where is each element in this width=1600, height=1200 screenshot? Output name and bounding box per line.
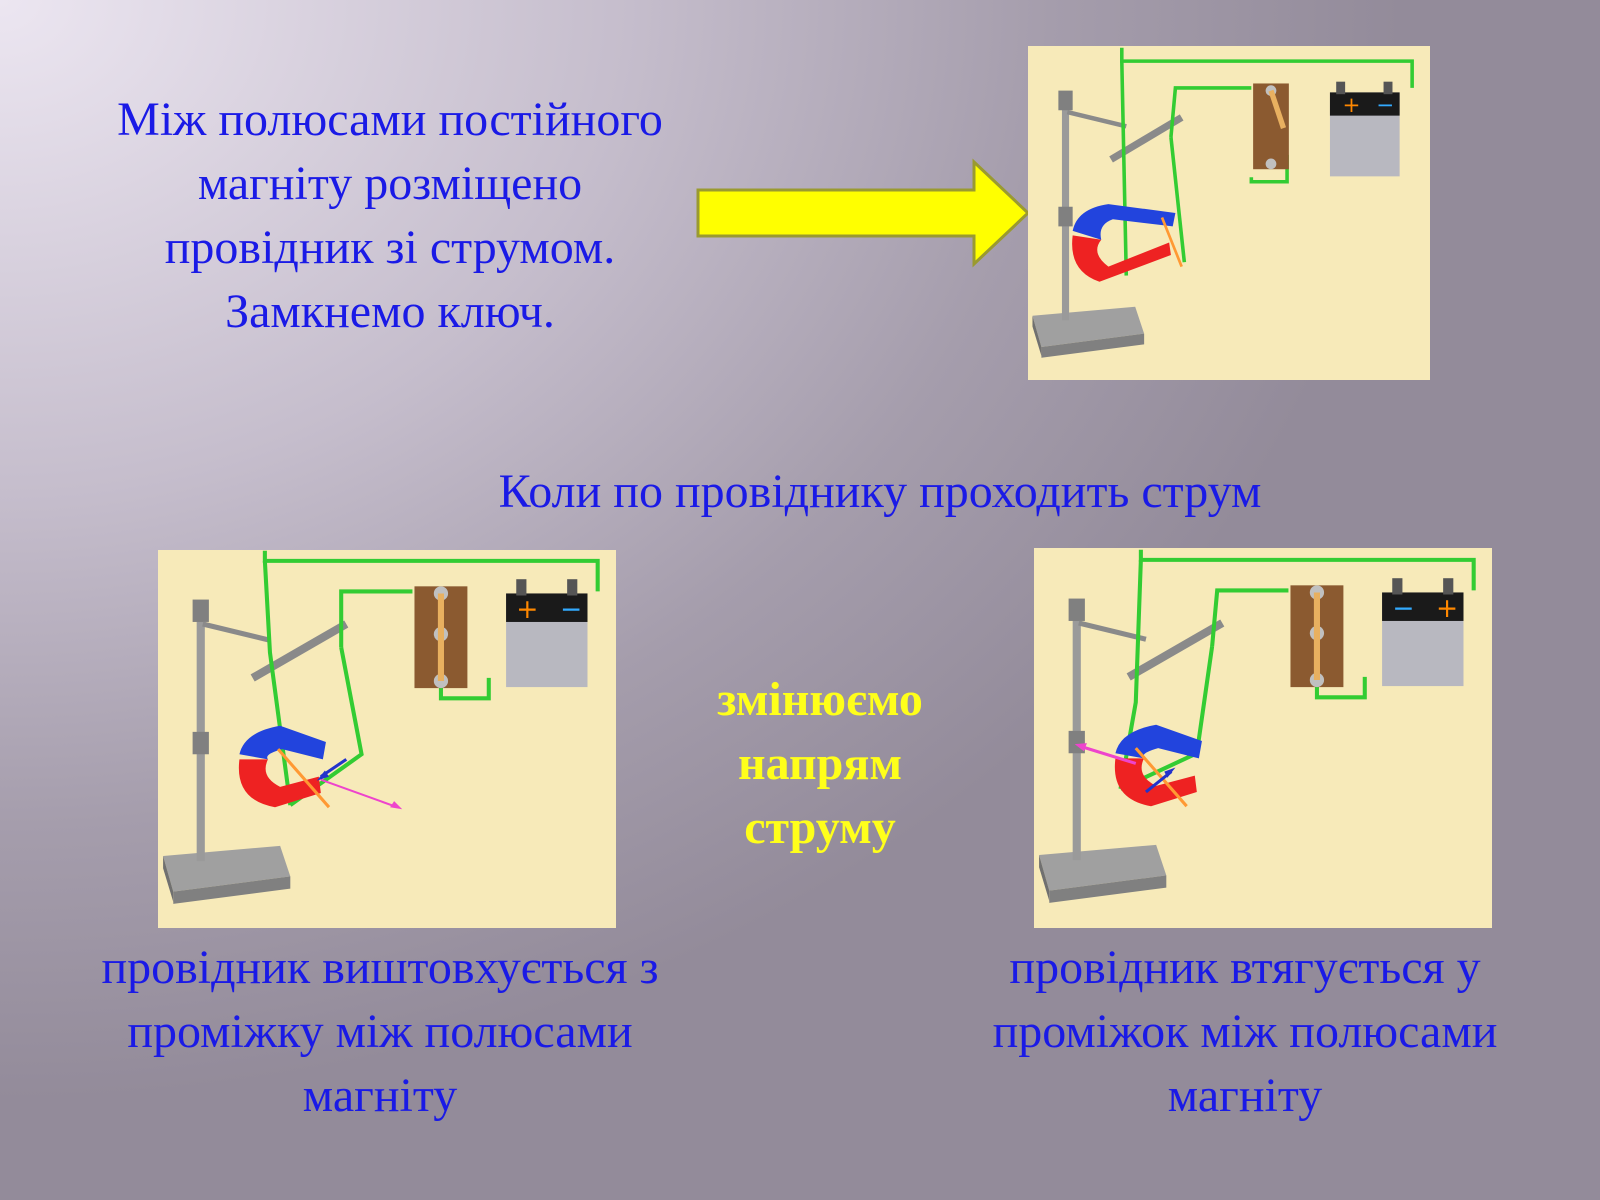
- caption-left-line-2: проміжку між полюсами: [127, 1005, 633, 1058]
- intro-text: Між полюсами постійного магніту розміщен…: [70, 88, 710, 344]
- change-direction-text: змінюємо напрям струму: [680, 668, 960, 860]
- battery-right-minus: −: [1392, 593, 1414, 624]
- intro-line-4: Замкнемо ключ.: [225, 285, 555, 338]
- apparatus-illustration-top: + −: [1032, 47, 1414, 358]
- apparatus-panel-left: + −: [158, 550, 616, 928]
- yellow-right-arrow-icon: [696, 158, 1030, 268]
- battery-left-minus: −: [560, 594, 582, 625]
- middle-heading: Коли по провіднику проходить струм: [498, 465, 1262, 518]
- caption-left-line-1: провідник виштовхується з: [101, 941, 659, 994]
- battery-top-plus: +: [1342, 93, 1360, 118]
- battery-right-plus: +: [1436, 593, 1458, 624]
- battery-top-minus: −: [1376, 93, 1394, 118]
- caption-right: провідник втягується у проміжок між полю…: [920, 936, 1570, 1128]
- caption-left-line-3: магніту: [302, 1069, 458, 1122]
- battery-left-plus: +: [516, 594, 538, 625]
- change-direction-line-2: напрям: [737, 737, 903, 790]
- change-direction-line-3: струму: [744, 801, 896, 854]
- change-direction-line-1: змінюємо: [717, 673, 923, 726]
- intro-line-3: провідник зі струмом.: [164, 221, 616, 274]
- caption-left: провідник виштовхується з проміжку між п…: [50, 936, 710, 1128]
- caption-right-line-3: магніту: [1167, 1069, 1323, 1122]
- apparatus-illustration-left: + −: [163, 550, 600, 904]
- apparatus-illustration-right: − +: [1039, 549, 1476, 903]
- caption-right-line-1: провідник втягується у: [1009, 941, 1481, 994]
- apparatus-panel-top: + −: [1028, 46, 1430, 380]
- apparatus-panel-right: − +: [1034, 548, 1492, 928]
- caption-right-line-2: проміжок між полюсами: [992, 1005, 1498, 1058]
- intro-line-2: магніту розміщено: [197, 157, 583, 210]
- intro-line-1: Між полюсами постійного: [117, 93, 663, 146]
